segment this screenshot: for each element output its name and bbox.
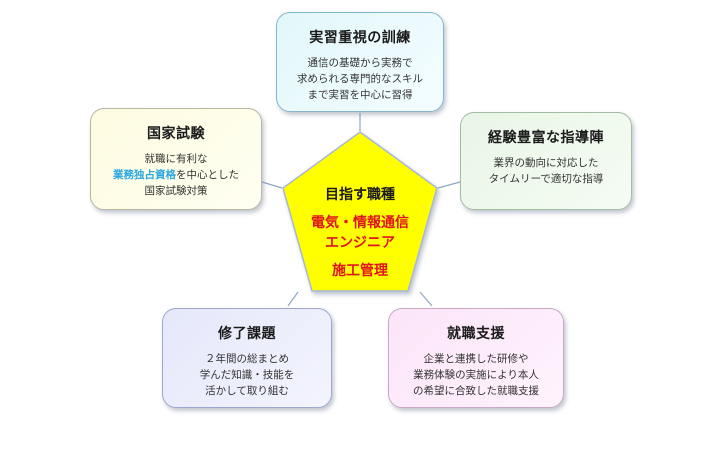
card-body-line: 国家試験対策 bbox=[144, 185, 208, 197]
card-body-line: ２年間の総まとめ bbox=[205, 353, 289, 365]
card-title: 就職支援 bbox=[447, 326, 505, 342]
card-body-line: まで実習を中心に習得 bbox=[307, 89, 413, 101]
card-job-support: 就職支援 企業と連携した研修や 業務体験の実施により本人 の希望に合致した就職支… bbox=[388, 308, 564, 408]
card-body-line: 学んだ知識・技能を bbox=[199, 369, 295, 381]
card-body-line: 求められる専門的なスキル bbox=[297, 73, 423, 85]
card-body: 業界の動向に対応した タイムリーで適切な指導 bbox=[461, 155, 631, 187]
card-body-line: の希望に合致した就職支援 bbox=[413, 385, 539, 397]
card-body-line: 通信の基礎から実務で bbox=[307, 57, 413, 69]
center-title: 目指す職種 bbox=[325, 187, 395, 203]
connector-left bbox=[261, 181, 283, 189]
card-body: ２年間の総まとめ 学んだ知識・技能を 活かして取り組む bbox=[163, 351, 331, 399]
card-body: 就職に有利な 業務独占資格を中心とした 国家試験対策 bbox=[91, 151, 261, 199]
card-body-text: を中心とした bbox=[176, 169, 239, 181]
card-body-line: 就職に有利な bbox=[144, 153, 208, 165]
card-body-line: 業務体験の実施により本人 bbox=[413, 369, 539, 381]
connector-bottom-right bbox=[419, 291, 433, 307]
card-body-line: 活かして取り組む bbox=[205, 385, 289, 397]
center-job-line3: 施工管理 bbox=[332, 263, 388, 279]
card-title: 経験豊富な指導陣 bbox=[488, 130, 604, 146]
card-national-exam: 国家試験 就職に有利な 業務独占資格を中心とした 国家試験対策 bbox=[90, 108, 262, 210]
center-job-line2: エンジニア bbox=[325, 235, 395, 251]
card-body-line: 企業と連携した研修や bbox=[423, 353, 529, 365]
center-pentagon bbox=[282, 131, 438, 292]
card-title: 実習重視の訓練 bbox=[309, 30, 411, 46]
card-body-line: 業務独占資格を中心とした bbox=[91, 167, 261, 183]
exclusive-license-highlight: 業務独占資格 bbox=[113, 169, 176, 181]
connector-bottom-left bbox=[287, 291, 299, 307]
card-completion-project: 修了課題 ２年間の総まとめ 学んだ知識・技能を 活かして取り組む bbox=[162, 308, 332, 408]
card-practical-training: 実習重視の訓練 通信の基礎から実務で 求められる専門的なスキル まで実習を中心に… bbox=[276, 12, 444, 112]
connector-right bbox=[437, 181, 461, 189]
card-title: 国家試験 bbox=[147, 126, 205, 142]
card-body: 企業と連携した研修や 業務体験の実施により本人 の希望に合致した就職支援 bbox=[389, 351, 563, 399]
card-body-line: タイムリーで適切な指導 bbox=[488, 173, 604, 185]
card-body-line: 業界の動向に対応した bbox=[493, 157, 599, 169]
center-job-line1: 電気・情報通信 bbox=[311, 215, 409, 231]
card-title: 修了課題 bbox=[218, 326, 276, 342]
card-body: 通信の基礎から実務で 求められる専門的なスキル まで実習を中心に習得 bbox=[277, 55, 443, 103]
card-experienced-instructors: 経験豊富な指導陣 業界の動向に対応した タイムリーで適切な指導 bbox=[460, 112, 632, 210]
